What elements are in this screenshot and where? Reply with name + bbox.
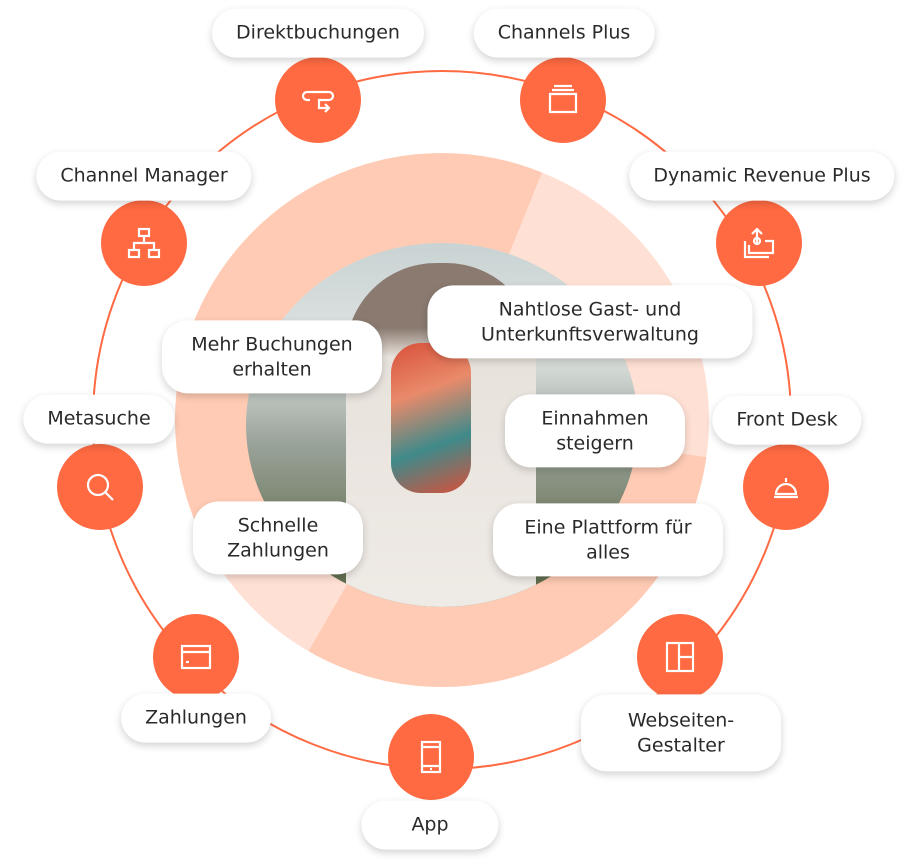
direct-booking-icon[interactable] <box>275 57 361 143</box>
product-channels-plus[interactable]: Channels Plus <box>473 8 655 58</box>
product-channel-manager[interactable]: Channel Manager <box>36 151 252 201</box>
mobile-icon[interactable] <box>388 714 474 800</box>
bell-icon[interactable] <box>743 444 829 530</box>
benefit-fast-payments: Schnelle Zahlungen <box>193 501 363 575</box>
benefit-more-bookings: Mehr Buchungen erhalten <box>162 320 382 394</box>
revenue-upload-icon[interactable] <box>716 200 802 286</box>
product-metasuche[interactable]: Metasuche <box>23 394 175 444</box>
benefit-guest-management: Nahtlose Gast- und Unterkunftsverwaltung <box>427 285 753 359</box>
credit-card-icon[interactable] <box>153 614 239 700</box>
benefit-one-platform: Eine Plattform für alles <box>493 503 723 577</box>
benefit-increase-revenue: Einnahmen steigern <box>505 394 685 468</box>
layout-icon[interactable] <box>637 614 723 700</box>
product-dynamic-revenue-plus[interactable]: Dynamic Revenue Plus <box>629 151 895 201</box>
scarf-image <box>391 343 471 493</box>
product-front-desk[interactable]: Front Desk <box>712 395 862 445</box>
hierarchy-icon[interactable] <box>101 200 187 286</box>
product-zahlungen[interactable]: Zahlungen <box>121 693 271 743</box>
search-icon[interactable] <box>57 444 143 530</box>
channels-stack-icon[interactable] <box>520 57 606 143</box>
product-direktbuchungen[interactable]: Direktbuchungen <box>212 8 424 58</box>
product-webseiten-gestalter[interactable]: Webseiten-Gestalter <box>581 694 781 772</box>
product-app[interactable]: App <box>361 800 499 850</box>
